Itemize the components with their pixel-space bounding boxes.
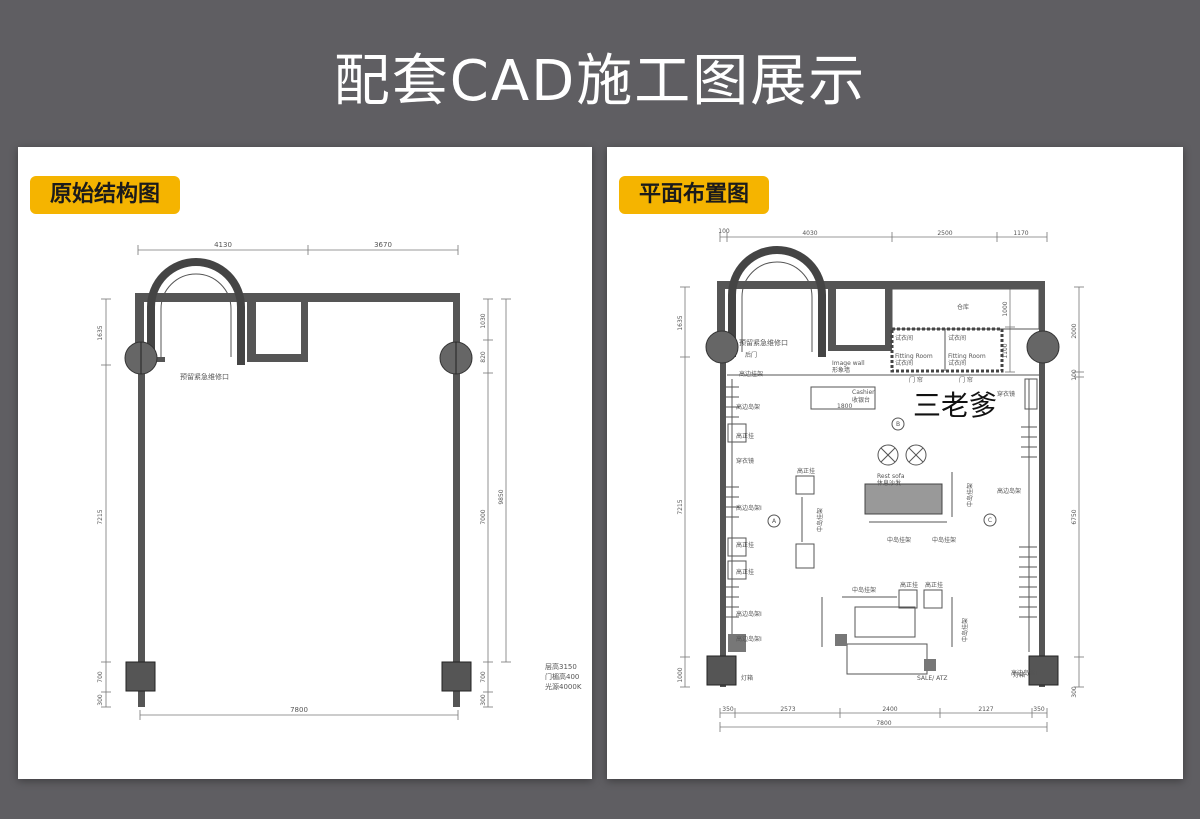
marker-c: C (988, 517, 992, 524)
door-curtain-right: 门 帘 (959, 376, 973, 384)
note-lintel-height: 门楣高400 (545, 672, 579, 681)
marker-a: A (772, 518, 777, 525)
plan-dim-top-3: 2500 (937, 230, 952, 237)
sale-table: SALE/ ATZ (917, 675, 948, 682)
dim-left-4: 300 (97, 694, 104, 706)
dim-top-2: 3670 (374, 241, 392, 249)
plan-dim-bottom-4: 2127 (978, 706, 993, 713)
plan-emergency-access: 预留紧急维修口 (739, 338, 788, 347)
light-box-2: 灯箱 (1013, 671, 1025, 679)
emergency-access-label: 预留紧急维修口 (180, 372, 229, 381)
original-structure-label: 原始结构图 (30, 176, 181, 214)
plan-dim-right-5: 6750 (1071, 509, 1078, 524)
mid-island-4: 中岛挂架 (966, 483, 974, 507)
rest-sofa-cn: 休息沙发 (877, 479, 901, 487)
dim-left-2: 7215 (97, 509, 104, 524)
high-front-2: 高正挂 (797, 467, 815, 475)
dim-right-1: 1030 (480, 313, 487, 328)
mirror-2: 穿衣镜 (736, 457, 754, 465)
dim-left-3: 700 (97, 671, 104, 683)
plan-dim-top-1: 100 (718, 228, 730, 235)
high-side-2: 高边岛架 (736, 403, 760, 411)
plan-dim-right-6: 300 (1071, 686, 1078, 698)
plan-dim-bottom-3: 2400 (882, 706, 897, 713)
floor-plan-label: 平面布置图 (619, 176, 770, 214)
plan-dim-right-1: 1000 (1002, 301, 1009, 316)
high-front-3: 高正挂 (736, 541, 754, 549)
plan-dim-bottom-1: 350 (722, 706, 734, 713)
cashier-cn: 收银台 (852, 396, 870, 404)
island-racks (801, 472, 953, 647)
dim-left-1: 1635 (97, 325, 104, 340)
plan-dim-left-1: 1635 (677, 315, 684, 330)
brand-name: 三老爹 (913, 389, 997, 422)
plan-dim-left-2: 7215 (677, 499, 684, 514)
plan-dim-left-3: 1000 (677, 667, 684, 682)
back-door: 后门 (745, 351, 757, 359)
fitting-room-2-cn: 试衣间 (948, 359, 966, 367)
mid-island-1: 中岛挂架 (816, 508, 824, 532)
plan-dim-bottom-2: 2573 (780, 706, 795, 713)
plan-dim-top-4: 1170 (1013, 230, 1028, 237)
mid-island-3: 中岛挂架 (932, 536, 956, 544)
original-structure-drawing: 4130 3670 1635 7215 700 300 1030 820 700… (97, 241, 582, 720)
dim-right-4: 9850 (498, 489, 505, 504)
marker-b: B (896, 421, 900, 428)
image-wall-cn: 形象墙 (832, 366, 850, 374)
cashier-width: 1800 (837, 403, 852, 410)
plan-dim-bottom-5: 350 (1033, 706, 1045, 713)
fitting-room-2-en: Fitting Room (948, 353, 986, 360)
rest-sofa-en: Rest sofa (877, 473, 905, 480)
mid-island-5: 中岛挂架 (852, 586, 876, 594)
fitting-room-1-cn: 试衣间 (895, 359, 913, 367)
plan-dim-right-4: 100 (1071, 369, 1078, 381)
mid-island-6: 中岛挂架 (961, 618, 969, 642)
storage-room: 仓库 (957, 303, 969, 311)
high-side-1: 高边挂架 (739, 370, 763, 378)
high-side-4: 高边岛架I (736, 610, 762, 618)
original-structure-panel: 原始结构图 4130 3670 1635 7215 700 300 1030 8… (18, 147, 592, 779)
high-front-4: 高正挂 (736, 568, 754, 576)
page-title: 配套CAD施工图展示 (333, 49, 867, 114)
fitting-room-1: 试衣间 (895, 334, 913, 342)
dim-right-5: 700 (480, 671, 487, 683)
high-side-6: 高边岛架 (997, 487, 1021, 495)
high-side-7: 高边岛架I (1011, 669, 1037, 677)
door-curtain-left: 门 帘 (909, 376, 923, 384)
note-floor-height: 层高3150 (545, 662, 577, 671)
dim-right-3: 7000 (480, 509, 487, 524)
high-front-6: 高正挂 (925, 581, 943, 589)
dim-right-6: 300 (480, 694, 487, 706)
plan-dim-top-2: 4030 (802, 230, 817, 237)
dim-right-2: 820 (480, 351, 487, 363)
high-front-5: 高正挂 (900, 581, 918, 589)
high-front-1: 高正挂 (736, 432, 754, 440)
plan-dim-bottom-total: 7800 (876, 720, 891, 727)
fitting-room-2: 试衣间 (948, 334, 966, 342)
dim-top-1: 4130 (214, 241, 232, 249)
dim-bottom-1: 7800 (290, 706, 308, 714)
mid-island-2: 中岛挂架 (887, 536, 911, 544)
plan-dim-right-3: 2000 (1071, 323, 1078, 338)
image-wall-en: Image wall (832, 360, 865, 367)
floor-plan-drawing: 100 4030 2500 1170 1635 7215 1000 1000 1… (677, 228, 1084, 732)
light-box-1: 灯箱 (741, 674, 753, 682)
fitting-room-1-en: Fitting Room (895, 353, 933, 360)
high-side-5: 高边岛架I (736, 635, 762, 643)
right-wall-racks (1019, 379, 1037, 652)
cashier-en: Cashier (852, 389, 875, 396)
floor-plan-panel: 平面布置图 100 4030 2500 1170 1635 7215 1000 … (607, 147, 1183, 779)
note-light-source: 光源4000K (545, 682, 582, 691)
high-side-3: 高边岛架I (736, 504, 762, 512)
plan-dim-right-2: 1100 (1002, 343, 1009, 358)
mirror-1: 穿衣镜 (997, 390, 1015, 398)
